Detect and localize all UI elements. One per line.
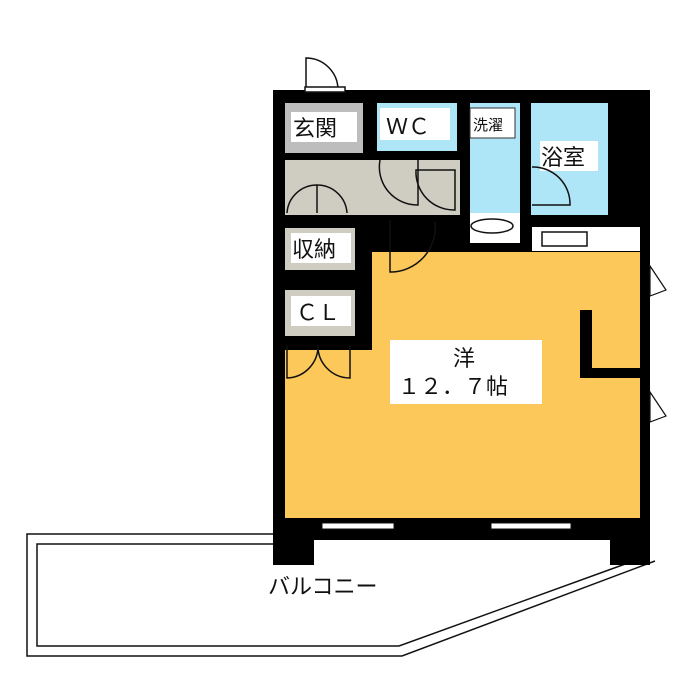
partition-wall — [580, 310, 640, 378]
western-room-size: １２．７帖 — [398, 375, 508, 400]
pillar-left — [273, 530, 314, 565]
western-room-label: 洋 — [453, 347, 475, 372]
wc-door — [378, 159, 419, 206]
doors — [286, 57, 571, 379]
basin-icon — [470, 218, 514, 234]
closet-double-door — [286, 344, 351, 379]
bathroom-door — [531, 166, 571, 206]
storage-label: 収納 — [292, 238, 336, 263]
bathroom-label: 浴室 — [541, 146, 585, 171]
hallway — [285, 160, 460, 215]
entrance-label: 玄関 — [293, 117, 337, 142]
windows — [321, 522, 572, 530]
window-markers — [649, 264, 667, 423]
washroom-door — [415, 169, 456, 211]
balcony — [26, 533, 656, 657]
washer-label: 洗濯 — [473, 116, 503, 134]
pillar-right — [610, 530, 650, 565]
closet-label: ＣＬ — [296, 301, 340, 326]
closet-double-door-hall — [286, 184, 348, 214]
entrance-door — [305, 57, 339, 91]
sink-icon — [541, 231, 588, 247]
living-door — [389, 220, 437, 273]
balcony-label: バルコニー — [268, 575, 378, 600]
wc-label: ＷＣ — [386, 115, 430, 140]
kitchen-counter — [532, 227, 640, 251]
